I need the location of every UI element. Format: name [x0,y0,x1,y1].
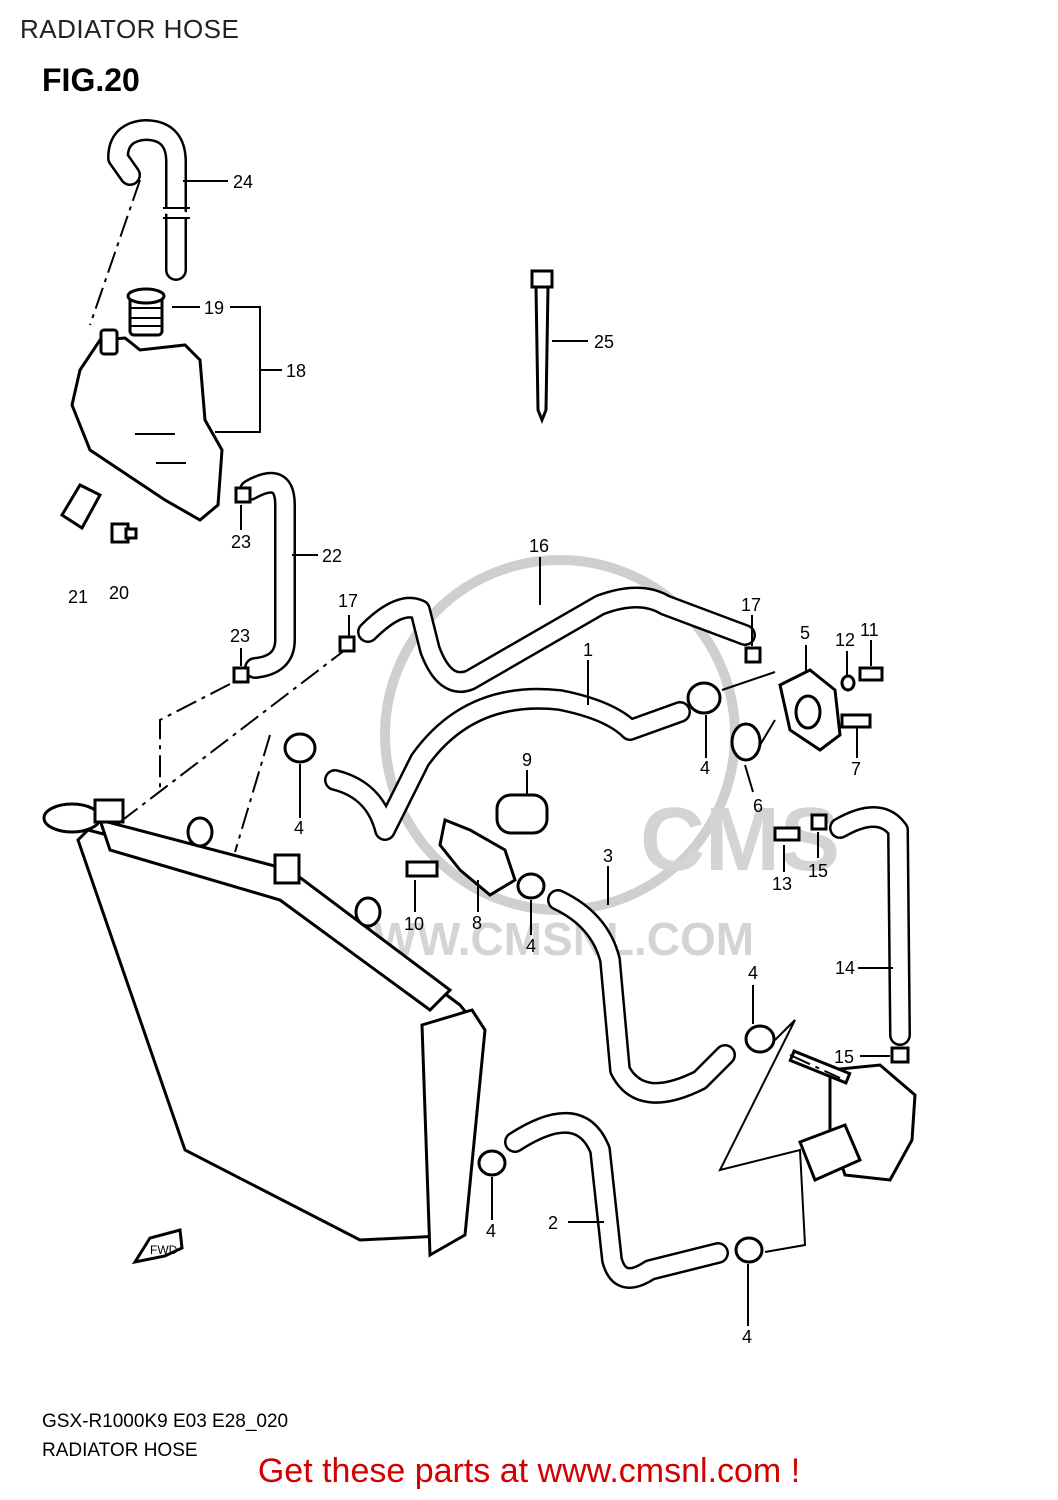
part-bolt-20[interactable] [110,522,138,544]
part-washer-12[interactable] [840,674,856,692]
leader-pump-bracket [718,1019,807,1253]
part-bypass-pipe[interactable] [829,806,911,1046]
callout-11: 11 [860,620,879,640]
part-clip-17a[interactable] [338,635,356,653]
callout-14: 14 [835,958,855,978]
part-o-ring[interactable] [495,793,549,835]
callout-12: 12 [835,630,855,650]
leader-bracket-18 [215,306,261,433]
callout-19: 19 [204,298,224,318]
callout-13: 13 [772,874,792,894]
callout-4d: 4 [748,963,758,983]
model-code: GSX-R1000K9 E03 E28_020 [42,1411,289,1432]
callout-23b: 23 [230,626,250,646]
callout-1: 1 [583,640,593,660]
callout-21: 21 [68,587,88,607]
part-overflow-hose[interactable] [107,119,191,281]
footer-subtitle: RADIATOR HOSE [42,1440,198,1461]
callout-15a: 15 [808,861,828,881]
leader-pump-dash [789,1054,841,1079]
part-thermostat-cover[interactable] [778,668,842,752]
part-clamp-4d[interactable] [744,1024,776,1054]
watermark-brand: CMS [640,790,840,890]
leader-24-dash [89,179,141,326]
callout-7: 7 [851,759,861,779]
part-bolt-7[interactable] [840,713,872,729]
callout-23a: 23 [231,532,251,552]
part-lower-hose[interactable] [504,1111,729,1289]
part-upper-hose[interactable] [324,687,691,841]
callout-4b: 4 [700,758,710,778]
callout-9: 9 [522,750,532,770]
part-clamp-4e[interactable] [477,1149,507,1177]
part-radiator-inlet-hose[interactable] [547,889,736,1104]
callout-4c: 4 [526,936,536,956]
part-clip-23b[interactable] [232,666,250,684]
part-cable-tie[interactable] [530,269,554,425]
callout-8: 8 [472,913,482,933]
callout-20: 20 [109,583,129,603]
callout-4a: 4 [294,818,304,838]
leader-radiator-dash [159,683,231,790]
callout-3: 3 [603,846,613,866]
leader-6-link [759,719,776,746]
callout-5: 5 [800,623,810,643]
callout-22: 22 [322,546,342,566]
callout-2: 2 [548,1213,558,1233]
callout-10: 10 [404,914,424,934]
callout-24: 24 [233,172,253,192]
part-clip-17b[interactable] [744,646,762,664]
parts-diagram: CMS WWW.CMSNL.COM [42,119,917,1347]
part-clamp-4a[interactable] [283,732,317,764]
part-clamp-4f[interactable] [734,1236,764,1264]
part-reservoir-tank[interactable] [70,328,224,522]
callout-17a: 17 [338,591,358,611]
part-clamp-4c[interactable] [516,872,546,900]
callout-4f: 4 [742,1327,752,1347]
callout-4e: 4 [486,1221,496,1241]
part-thermostat[interactable] [730,722,762,762]
part-bolt-10[interactable] [405,860,439,878]
part-water-connector[interactable] [438,817,517,897]
part-water-pump[interactable] [788,1049,917,1183]
part-bolt-13[interactable] [773,826,801,842]
part-reservoir-cap[interactable] [126,287,166,337]
leader-4b-link [721,671,776,691]
callout-16: 16 [529,536,549,556]
page-header-title: RADIATOR HOSE [20,14,240,44]
leader-4a-dash [234,734,271,853]
part-clip-23a[interactable] [234,486,252,504]
part-bolt-11[interactable] [858,666,884,682]
figure-label: FIG.20 [42,62,140,98]
callout-18: 18 [286,361,306,381]
callout-25: 25 [594,332,614,352]
leader-6 [744,764,754,793]
leader-radiator-fill [119,649,346,823]
fwd-arrow-icon: FWD [131,1228,184,1265]
part-clip-15b[interactable] [890,1046,910,1064]
part-radiator[interactable] [42,798,487,1258]
part-clamp-4b[interactable] [686,681,722,715]
part-breather-hose[interactable] [239,471,296,679]
callout-15b: 15 [834,1047,854,1067]
part-pad[interactable] [59,483,103,531]
fwd-text: FWD [150,1243,178,1257]
callout-6: 6 [753,796,763,816]
callout-17b: 17 [741,595,761,615]
part-bypass-hose[interactable] [357,586,756,693]
part-clip-15a[interactable] [810,813,828,831]
promo-link[interactable]: Get these parts at www.cmsnl.com ! [257,1452,801,1490]
